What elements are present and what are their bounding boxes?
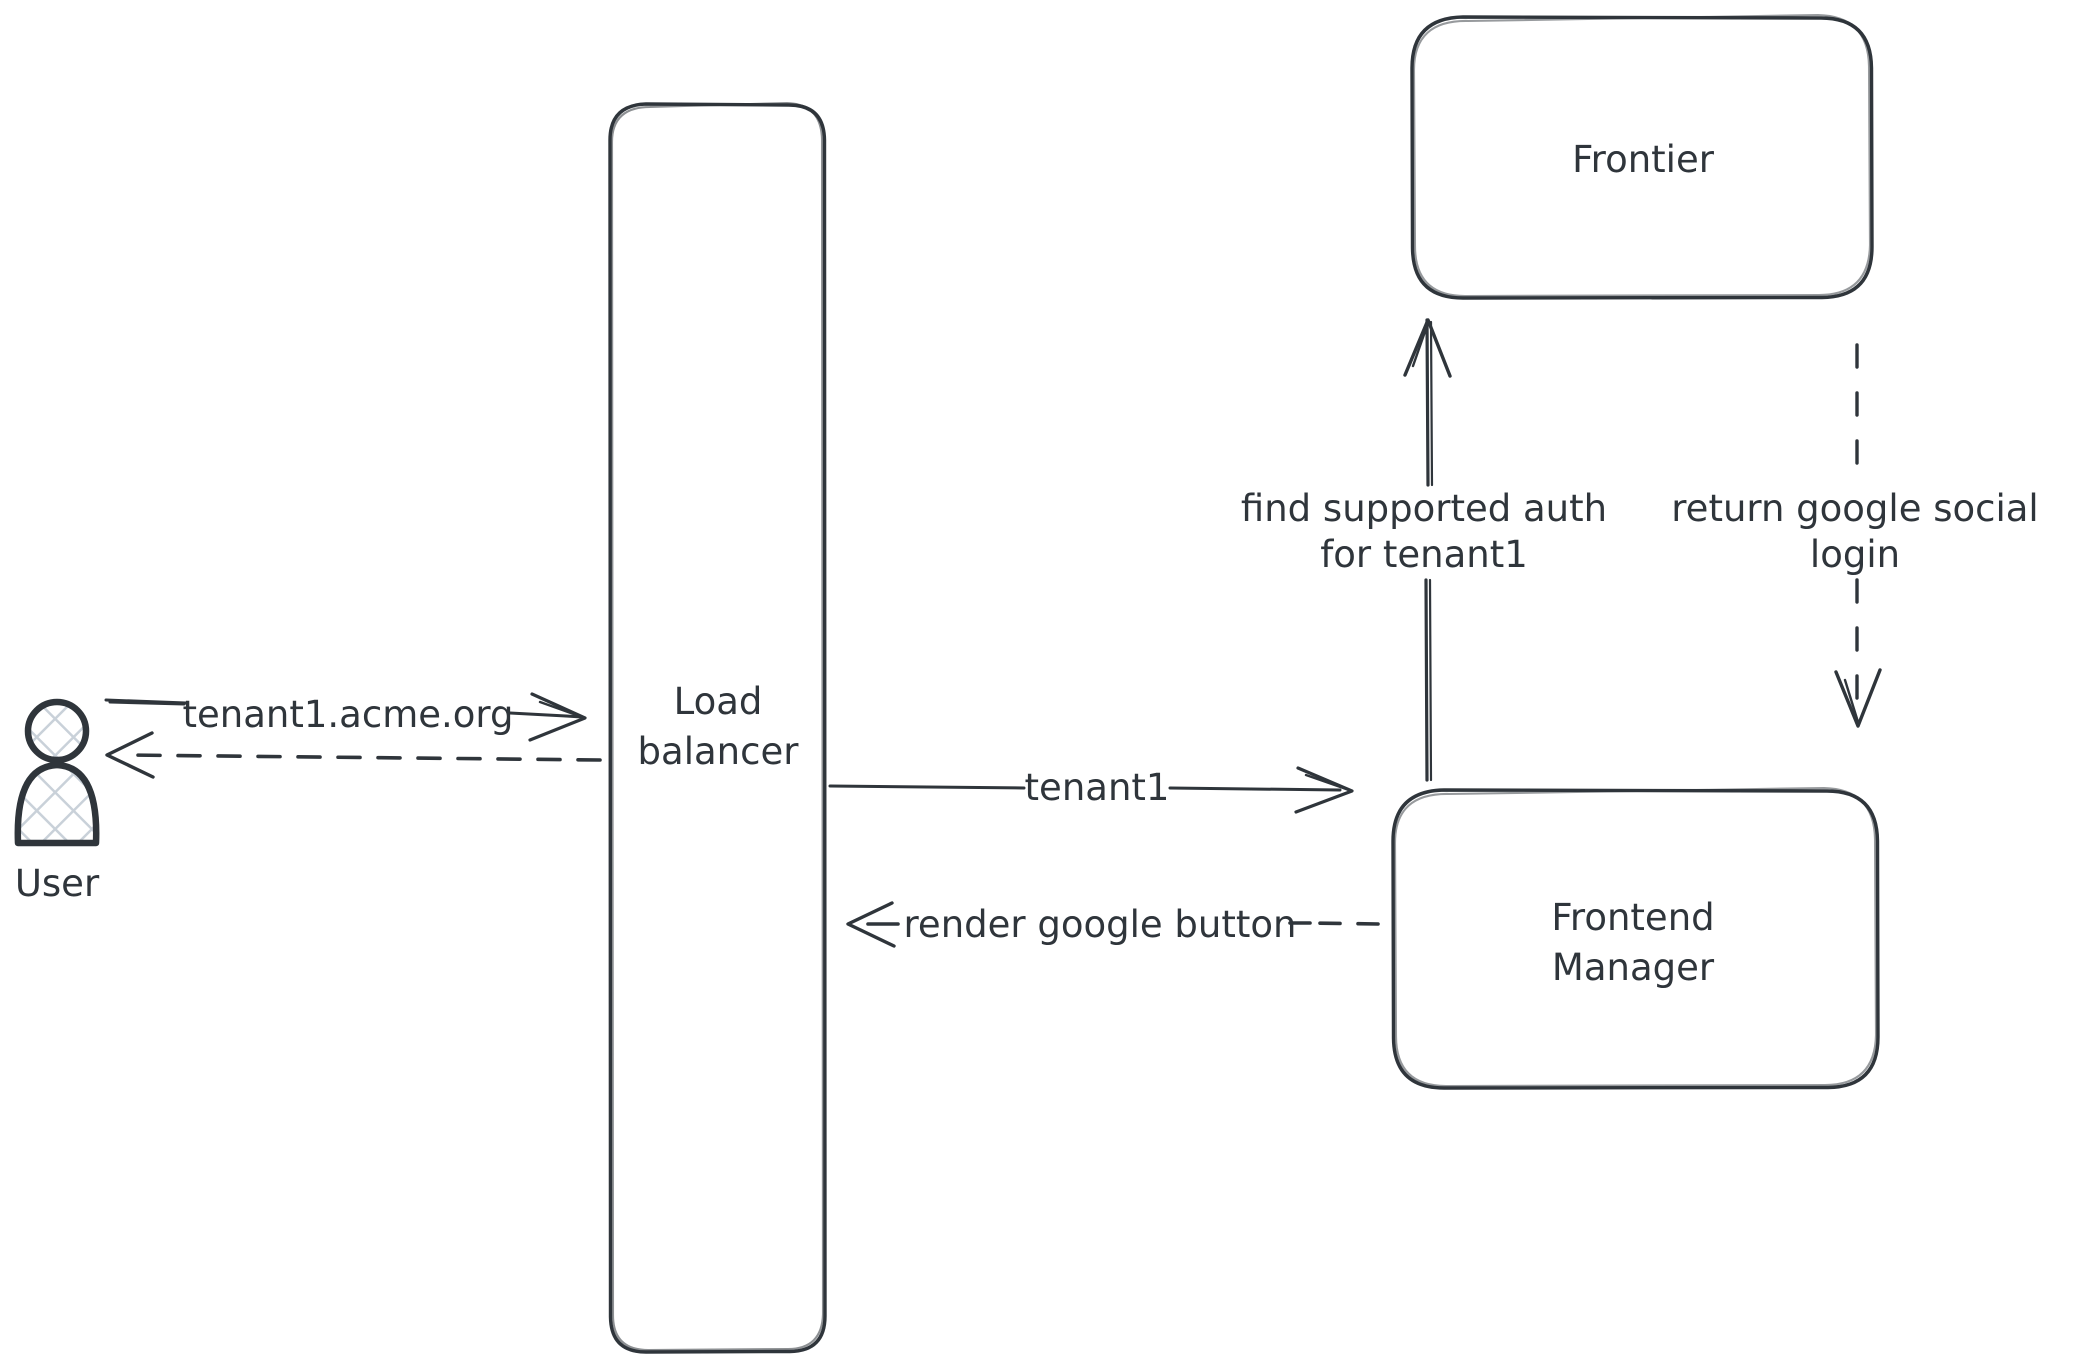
edge-fm-to-frontier-label-line1: find supported auth xyxy=(1241,487,1607,530)
edge-frontier-to-fm-label-line2: login xyxy=(1810,533,1900,576)
node-load-balancer-label-line1: Load xyxy=(674,680,763,723)
actor-user[interactable]: User xyxy=(14,698,100,905)
actor-user-label: User xyxy=(15,862,100,905)
edge-user-to-lb[interactable]: tenant1.acme.org xyxy=(104,692,587,742)
edge-fm-to-lb[interactable]: render google button xyxy=(846,901,1380,948)
node-frontier[interactable]: Frontier xyxy=(1410,13,1874,300)
edge-lb-to-fm-label: tenant1 xyxy=(1025,766,1170,809)
edge-fm-to-lb-label: render google button xyxy=(904,903,1297,946)
edge-lb-to-fm[interactable]: tenant1 xyxy=(828,766,1354,814)
node-frontier-label: Frontier xyxy=(1572,138,1715,181)
edge-fm-to-frontier[interactable]: find supported auth for tenant1 xyxy=(1241,318,1607,782)
edge-fm-to-frontier-label-line2: for tenant1 xyxy=(1320,533,1528,576)
edge-user-to-lb-label: tenant1.acme.org xyxy=(183,693,514,736)
edge-frontier-to-fm-label-line1: return google social xyxy=(1671,487,2038,530)
node-frontend-manager-label-line2: Manager xyxy=(1552,946,1715,989)
node-load-balancer[interactable]: Load balancer xyxy=(608,101,827,1354)
edge-frontier-to-fm[interactable]: return google social login xyxy=(1671,343,2039,728)
node-frontend-manager-label-line1: Frontend xyxy=(1551,896,1714,939)
node-frontend-manager[interactable]: Frontend Manager xyxy=(1391,786,1880,1090)
edge-lb-to-user[interactable] xyxy=(105,731,602,779)
node-load-balancer-label-line2: balancer xyxy=(638,730,800,773)
